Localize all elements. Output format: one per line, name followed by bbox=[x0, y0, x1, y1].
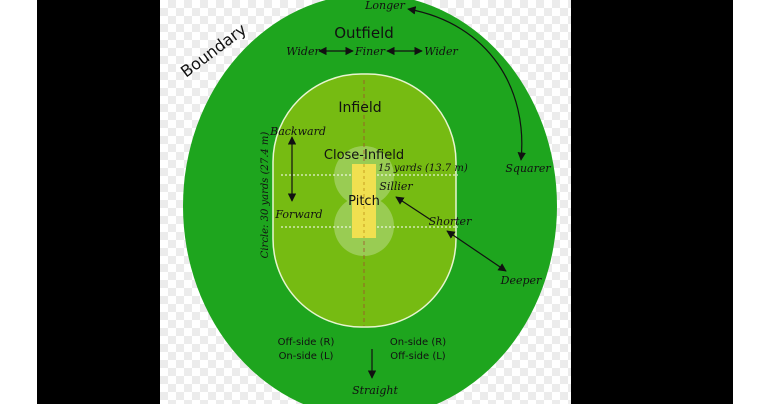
straight-label: Straight bbox=[352, 384, 398, 397]
offside-r-label: Off-side (R) bbox=[278, 337, 335, 348]
cricket-field-diagram: Boundary Outfield Longer Wider Finer Wid… bbox=[177, 0, 557, 404]
deeper-label: Deeper bbox=[500, 274, 542, 287]
finer-label: Finer bbox=[354, 45, 386, 58]
pitch-label: Pitch bbox=[348, 194, 380, 209]
infield-label: Infield bbox=[338, 100, 381, 116]
longer-squarer-arrow bbox=[407, 6, 526, 161]
wider-left-label: Wider bbox=[286, 45, 320, 58]
onside-r-label: On-side (R) bbox=[390, 337, 446, 348]
squarer-label: Squarer bbox=[505, 162, 551, 175]
sillier-shorter-arrow bbox=[395, 196, 432, 221]
outfield-label: Outfield bbox=[334, 24, 394, 42]
shorter-deeper-arrow bbox=[446, 230, 507, 272]
longer-label: Longer bbox=[364, 0, 406, 12]
offside-l-label: Off-side (L) bbox=[390, 351, 446, 362]
forward-label: Forward bbox=[274, 208, 322, 221]
shorter-label: Shorter bbox=[429, 215, 472, 228]
close-infield-label: Close-Infield bbox=[324, 148, 404, 163]
backward-label: Backward bbox=[269, 125, 326, 138]
wider-right-label: Wider bbox=[424, 45, 458, 58]
diagram-canvas: Boundary Outfield Longer Wider Finer Wid… bbox=[160, 0, 571, 404]
circle-radius-label: Circle: 30 yards (27.4 m) bbox=[260, 132, 271, 259]
fifteen-yards-label: 15 yards (13.7 m) bbox=[378, 163, 468, 174]
sillier-label: Sillier bbox=[379, 180, 413, 193]
right-black-bar bbox=[571, 0, 733, 404]
onside-l-label: On-side (L) bbox=[279, 351, 334, 362]
left-black-bar bbox=[37, 0, 160, 404]
